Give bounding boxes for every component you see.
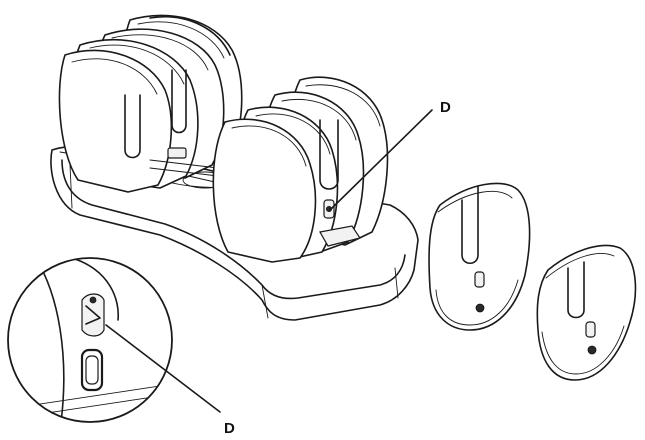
callout-label-top: D: [440, 99, 451, 116]
callout-label-bottom: D: [224, 420, 235, 437]
detail-inset: [7, 257, 173, 423]
callout-leader-bottom: [105, 324, 221, 413]
loose-plate-small: [536, 244, 637, 381]
callout-leader-top: [329, 109, 433, 211]
right-plate-stack: [212, 76, 389, 263]
left-plate-stack: [58, 14, 243, 193]
loose-plate-large: [428, 182, 531, 331]
